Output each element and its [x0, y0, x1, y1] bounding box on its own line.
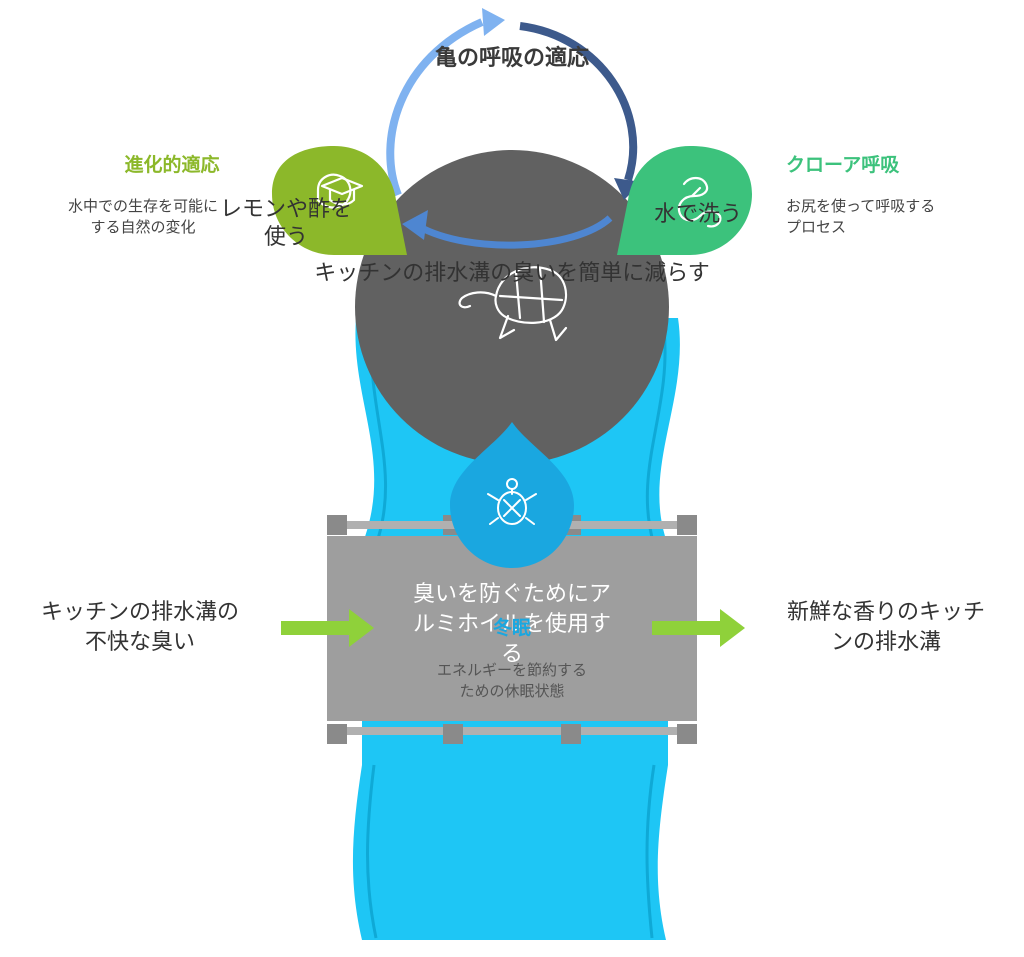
sleeping-turtle-icon: [487, 478, 537, 525]
left-node-overlay: レモンや酢を 使う: [186, 196, 386, 252]
cycle-arrow-light-head: [482, 8, 505, 36]
bridge-post: [561, 724, 581, 744]
right-node-overlay: 水で洗う: [654, 202, 743, 227]
right-node-desc-line-1: お尻を使って呼吸する: [786, 197, 936, 215]
drop-desc-line-1: エネルギーを節約する: [436, 661, 587, 679]
bridge-post: [677, 724, 697, 744]
input-label-line-2: 不快な臭い: [84, 630, 195, 655]
inner-arc-arrow: [416, 215, 613, 249]
right-green-drop: [617, 146, 752, 255]
inner-arc-arrowhead: [402, 210, 428, 240]
output-label-line-1: 新鮮な香りのキッチ: [786, 600, 985, 625]
cycle-arrow-light: [386, 18, 484, 197]
cycle-title: 亀の呼吸の適応: [434, 46, 589, 71]
output-label-line-2: ンの排水溝: [830, 630, 941, 655]
bridge-text-line-2: ルミホイルを使用す: [412, 612, 611, 637]
bridge-post: [443, 724, 463, 744]
graduation-cap-icon: [316, 173, 364, 209]
bridge-rail: [347, 727, 677, 735]
bridge-post: [327, 724, 347, 744]
bridge-post: [327, 515, 347, 535]
river-shadow-right: [645, 329, 667, 939]
cycle-arrow-dark: [519, 22, 638, 182]
input-arrow: [281, 609, 374, 647]
left-node-title: 進化的適応: [124, 154, 220, 176]
input-label-line-1: キッチンの排水溝の: [40, 600, 239, 625]
drop-desc-line-2: ための休眠状態: [459, 682, 565, 700]
output-arrow: [652, 609, 745, 647]
drop-title: 冬眠: [492, 617, 531, 639]
left-green-drop: [272, 146, 407, 255]
left-node-desc-line-1: 水中での生存を可能に: [67, 197, 218, 215]
drop-desc: エネルギーを節約する ための休眠状態: [392, 660, 632, 702]
left-node-desc-line-2: する自然の変化: [90, 218, 196, 236]
big-circle: [355, 150, 669, 464]
lungs-icon: [677, 176, 722, 228]
left-node-overlay-line-1: レモンや酢を: [219, 197, 352, 222]
bridge-text-line-1: 臭いを防ぐためにア: [412, 582, 611, 607]
bridge-text: 臭いを防ぐためにア ルミホイルを使用す る: [362, 580, 662, 670]
bridge-post: [677, 515, 697, 535]
output-label: 新鮮な香りのキッチ ンの排水溝: [756, 598, 1016, 658]
left-node-desc: 水中での生存を可能に する自然の変化: [30, 196, 256, 238]
input-label: キッチンの排水溝の 不快な臭い: [10, 598, 270, 658]
bridge-text-line-3: る: [500, 642, 523, 667]
right-node-desc-line-2: プロセス: [786, 218, 847, 236]
right-node-desc: お尻を使って呼吸する プロセス: [786, 196, 935, 238]
left-node-overlay-line-2: 使う: [263, 225, 308, 250]
turtle-icon: [458, 266, 568, 342]
right-node-title: クローア呼吸: [786, 154, 900, 176]
center-label: キッチンの排水溝の臭いを簡単に減らす: [314, 261, 710, 286]
